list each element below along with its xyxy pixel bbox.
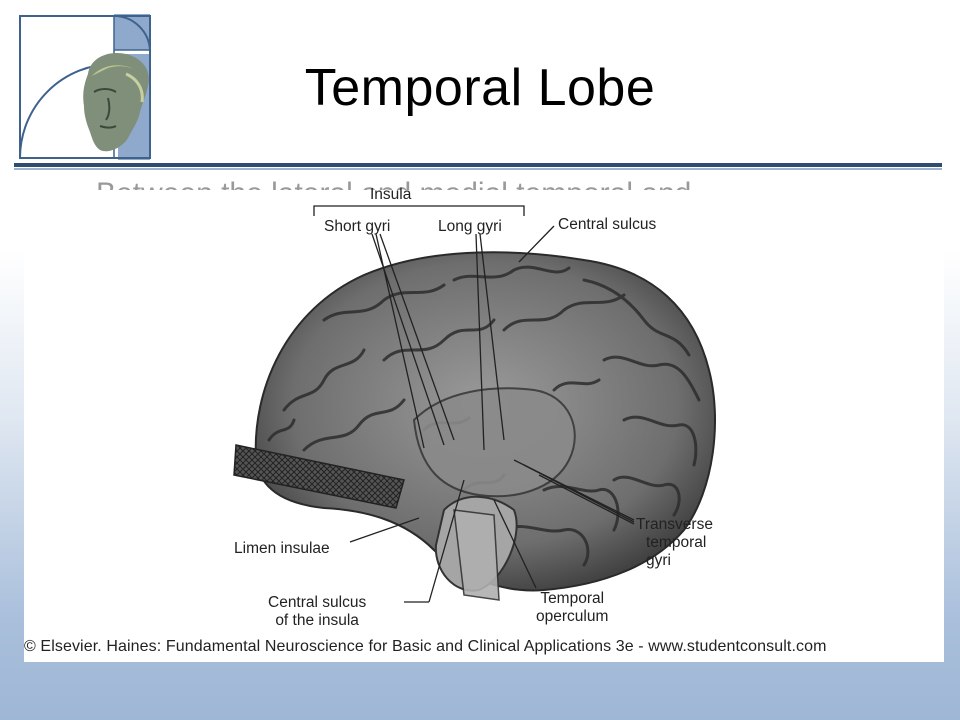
label-transverse-temporal-gyri: Transverse temporal gyri bbox=[636, 516, 713, 569]
brain-illustration bbox=[233, 205, 716, 603]
label-short-gyri: Short gyri bbox=[324, 218, 391, 235]
label-temporal-operculum: Temporal operculum bbox=[536, 590, 609, 625]
logo-image bbox=[18, 14, 196, 160]
label-central-sulcus-of-insula: Central sulcus of the insula bbox=[268, 594, 367, 629]
figure-copyright: © Elsevier. Haines: Fundamental Neurosci… bbox=[24, 638, 827, 655]
title-divider bbox=[14, 163, 942, 167]
label-insula: Insula bbox=[370, 186, 412, 203]
slide-title: Temporal Lobe bbox=[304, 59, 656, 117]
title-divider-highlight bbox=[14, 168, 942, 170]
bullet-text-obscured: Between the lateral and medial temporal … bbox=[96, 170, 936, 190]
label-long-gyri: Long gyri bbox=[438, 218, 502, 235]
brain-figure: Insula Short gyri Long gyri Central sulc… bbox=[24, 186, 944, 662]
label-central-sulcus: Central sulcus bbox=[558, 216, 657, 233]
label-limen-insulae: Limen insulae bbox=[234, 540, 330, 557]
